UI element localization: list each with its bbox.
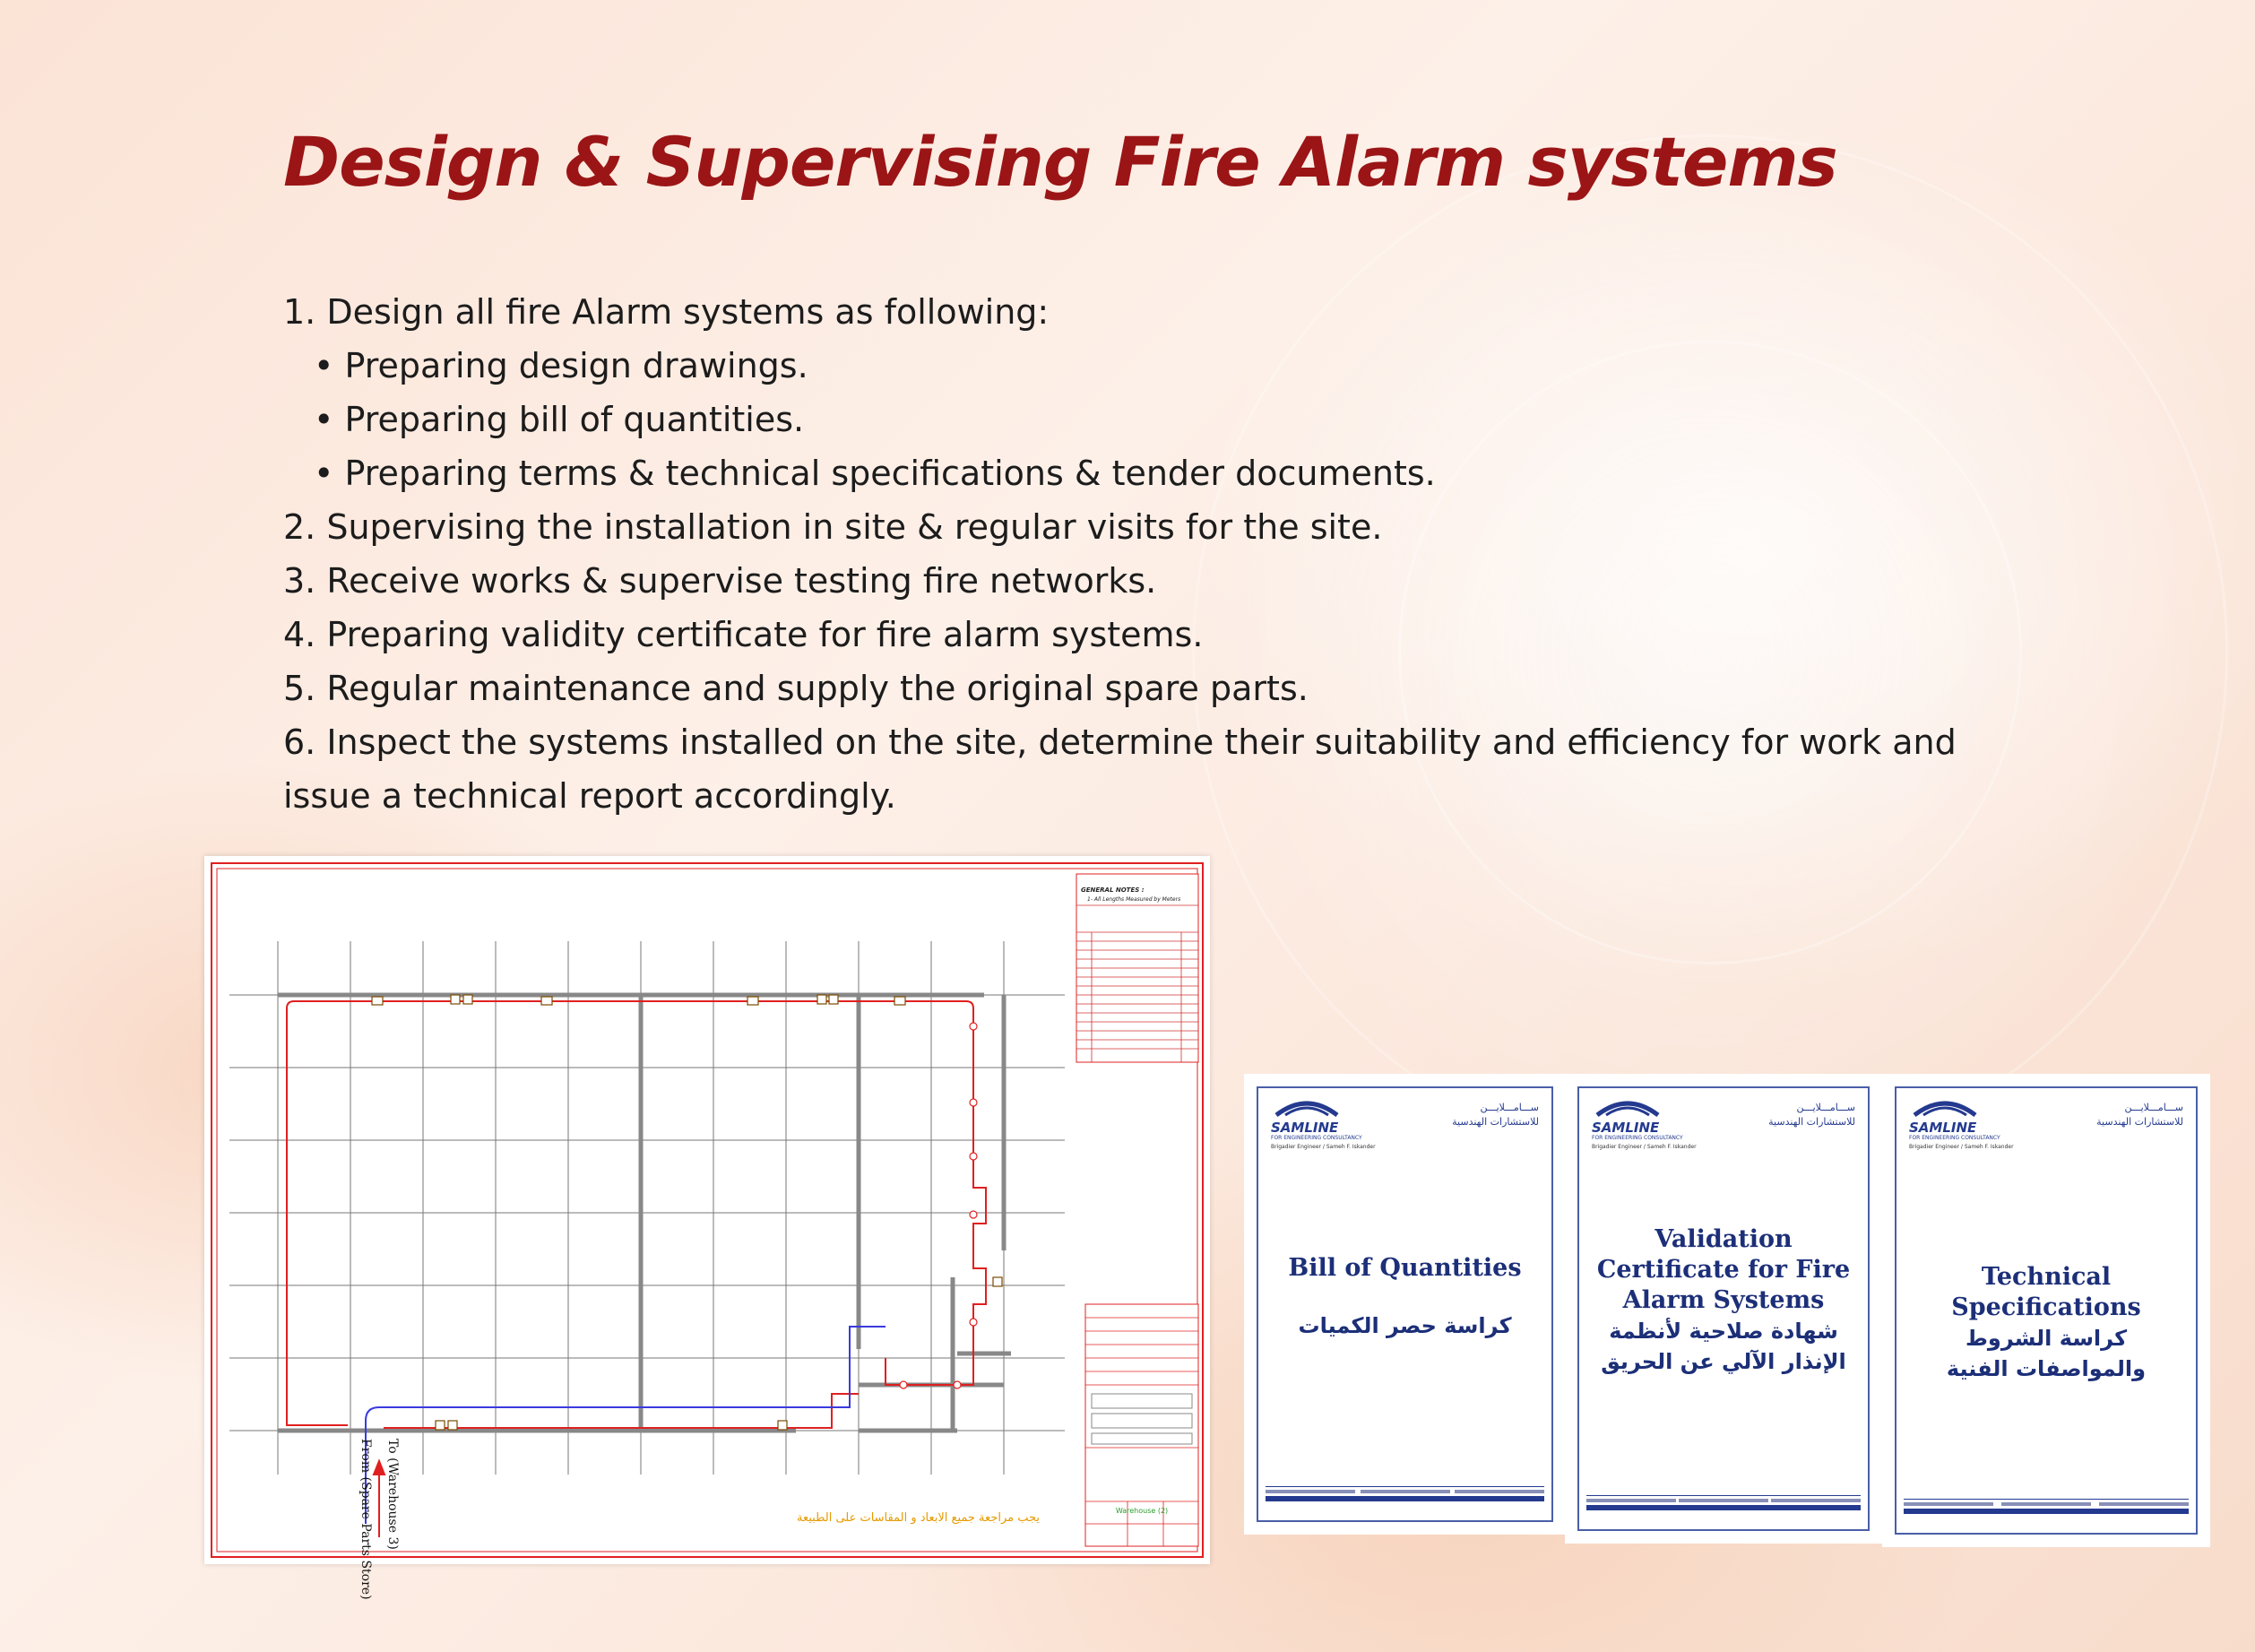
alarm-circuit — [286, 1000, 987, 1429]
list-item: 5. Regular maintenance and supply the or… — [283, 669, 1309, 708]
brand-name: SAMLINE — [1592, 1120, 1660, 1136]
list-item: 1. Design all fire Alarm systems as foll… — [283, 292, 1050, 332]
doc-title-ar: كراسة حصر الكميات — [1298, 1313, 1512, 1338]
list-item: 6. Inspect the systems installed on the … — [283, 722, 1957, 816]
title-block-rows — [1085, 1317, 1198, 1546]
drawing-svg: GENERAL NOTES : 1- All Lengths Measured … — [211, 862, 1204, 1558]
samline-logo-icon — [1595, 1101, 1660, 1118]
list-item: 4. Preparing validity certificate for fi… — [283, 615, 1204, 654]
detectors — [371, 994, 1003, 1431]
doc-title-en: Technical Specifications — [1951, 1263, 2141, 1321]
brand-ar-line: للاستشارات الهندسية — [1768, 1116, 1855, 1128]
byline: Brigadier Engineer / Sameh F. Iskander — [1271, 1144, 1376, 1150]
brand-ar: ســـامـــلايـــن للاستشارات الهندسية — [2096, 1101, 2183, 1129]
list-item-bullet: • Preparing design drawings. — [314, 346, 808, 385]
samline-logo: SAMLINE FOR ENGINEERING CONSULTANCY — [1271, 1097, 1369, 1141]
feed-arrows — [372, 1458, 386, 1537]
brand-name: SAMLINE — [1909, 1120, 1977, 1136]
title-block-name: Warehouse (2) — [1116, 1507, 1168, 1515]
doc-bill-of-quantities: SAMLINE FOR ENGINEERING CONSULTANCY Brig… — [1257, 1086, 1553, 1522]
brand-ar: ســـامـــلايـــن للاستشارات الهندسية — [1768, 1101, 1855, 1129]
doc-footer — [1586, 1495, 1861, 1522]
doc-title-en: Validation Certificate for Fire Alarm Sy… — [1596, 1225, 1851, 1314]
doc-title-ar: كراسة الشروط والمواصفات الفنية — [1946, 1326, 2147, 1381]
doc-title-en: Bill of Quantities — [1288, 1254, 1522, 1282]
byline: Brigadier Engineer / Sameh F. Iskander — [1592, 1144, 1697, 1150]
list-item-bullet: • Preparing bill of quantities. — [314, 400, 805, 439]
brand-ar: ســـامـــلايـــن للاستشارات الهندسية — [1452, 1101, 1539, 1129]
samline-logo: SAMLINE FOR ENGINEERING CONSULTANCY — [1909, 1097, 2008, 1141]
grid-lines — [229, 941, 1065, 1475]
brand-ar-line: ســـامـــلايـــن — [1480, 1102, 1539, 1113]
brand-sub: FOR ENGINEERING CONSULTANCY — [1271, 1135, 1362, 1141]
background-detector-inner-ring — [1398, 341, 2022, 964]
doc-title-ar: شهادة صلاحية لأنظمة الإنذار الآلي عن الح… — [1601, 1319, 1846, 1374]
label-from-store: From (Spare Parts Store) — [359, 1439, 373, 1600]
label-to-warehouse: To (Warehouse 3) — [385, 1439, 400, 1550]
doc-footer — [1266, 1486, 1544, 1513]
legend-rows — [1076, 904, 1198, 1062]
walls — [278, 992, 1011, 1433]
general-notes-heading: GENERAL NOTES : — [1081, 887, 1145, 894]
brand-ar-line: للاستشارات الهندسية — [2096, 1116, 2183, 1128]
brand-sub: FOR ENGINEERING CONSULTANCY — [1592, 1135, 1683, 1141]
doc-validation-certificate: SAMLINE FOR ENGINEERING CONSULTANCY Brig… — [1577, 1086, 1870, 1531]
samline-logo-icon — [1274, 1101, 1339, 1118]
samline-logo-icon — [1913, 1101, 1977, 1118]
fire-alarm-drawing: GENERAL NOTES : 1- All Lengths Measured … — [204, 856, 1210, 1600]
list-item: 3. Receive works & supervise testing fir… — [283, 561, 1157, 601]
sounders — [899, 1022, 978, 1389]
doc-technical-specifications: SAMLINE FOR ENGINEERING CONSULTANCY Brig… — [1895, 1086, 2198, 1535]
list-item: 2. Supervising the installation in site … — [283, 507, 1383, 547]
general-notes-line: 1- All Lengths Measured by Meters — [1087, 896, 1180, 903]
byline: Brigadier Engineer / Sameh F. Iskander — [1909, 1144, 2014, 1150]
service-list: 1. Design all fire Alarm systems as foll… — [283, 285, 2031, 823]
brand-name: SAMLINE — [1271, 1120, 1339, 1136]
brand-ar-line: للاستشارات الهندسية — [1452, 1116, 1539, 1128]
drawing-note-ar: يجب مراجعة جميع الابعاد و المقاسات على ا… — [796, 1511, 1040, 1525]
brand-ar-line: ســـامـــلايـــن — [2124, 1102, 2183, 1113]
doc-footer — [1904, 1499, 2189, 1526]
alarm-circuit-return — [365, 1326, 886, 1524]
page-title: Design & Supervising Fire Alarm systems — [283, 122, 1838, 202]
brand-sub: FOR ENGINEERING CONSULTANCY — [1909, 1135, 2000, 1141]
samline-logo: SAMLINE FOR ENGINEERING CONSULTANCY — [1592, 1097, 1690, 1141]
brand-ar-line: ســـامـــلايـــن — [1796, 1102, 1855, 1113]
list-item-bullet: • Preparing terms & technical specificat… — [314, 454, 1436, 493]
